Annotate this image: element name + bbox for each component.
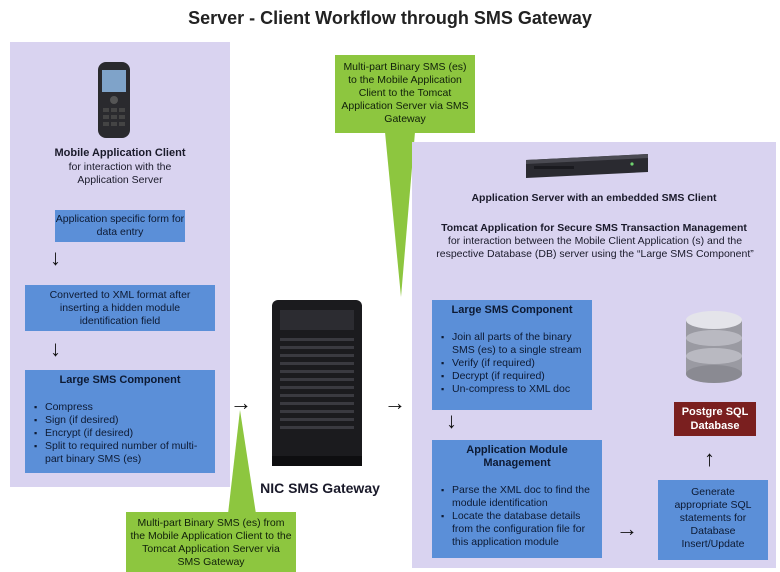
list-item: Verify (if required) [441, 357, 586, 370]
callout-to-client: Multi-part Binary SMS (es) to the Mobile… [335, 55, 475, 133]
right-arrow-icon: → [230, 390, 252, 415]
data-entry-form-box: Application specific form for data entry [55, 210, 185, 242]
server-large-sms-component: Large SMS Component Join all parts of th… [432, 300, 592, 410]
component-steps-list: Compress Sign (if desired) Encrypt (if d… [31, 401, 209, 466]
list-item: Locate the database details from the con… [441, 510, 596, 549]
module-management-box: Application Module Management Parse the … [432, 440, 602, 558]
list-item: Compress [34, 401, 209, 414]
client-panel: Mobile Application Client for interactio… [10, 42, 230, 487]
diagram-title: Server - Client Workflow through SMS Gat… [188, 8, 592, 28]
callout-pointer [385, 132, 425, 302]
gateway-server-icon [262, 296, 372, 468]
callout-pointer [222, 410, 262, 514]
client-heading: Mobile Application Client [54, 147, 186, 159]
postgres-database-box: Postgre SQL Database [674, 402, 756, 436]
list-item: Sign (if desired) [34, 414, 209, 427]
right-arrow-icon: → [616, 516, 638, 541]
right-arrow-icon: → [384, 390, 406, 415]
list-item: Join all parts of the binary SMS (es) to… [441, 331, 586, 357]
list-item: Encrypt (if desired) [34, 427, 209, 440]
component-steps-list: Join all parts of the binary SMS (es) to… [438, 331, 586, 396]
client-large-sms-component: Large SMS Component Compress Sign (if de… [25, 370, 215, 473]
list-item: Un-compress to XML doc [441, 383, 586, 396]
client-subheading: for interaction with the Application Ser… [68, 161, 172, 186]
down-arrow-icon: ↓ [50, 336, 61, 361]
database-icon [682, 310, 746, 384]
down-arrow-icon: ↓ [446, 408, 457, 433]
sql-generation-box: Generate appropriate SQL statements for … [658, 480, 768, 560]
server-panel: Application Server with an embedded SMS … [412, 142, 776, 568]
rack-server-icon [522, 152, 652, 180]
component-title: Large SMS Component [451, 304, 573, 316]
callout-from-client: Multi-part Binary SMS (es) from the Mobi… [126, 512, 296, 572]
module-title: Application Module Management [466, 444, 568, 469]
server-heading: Application Server with an embedded SMS … [471, 192, 717, 204]
tomcat-app-title: Tomcat Application for Secure SMS Transa… [441, 222, 747, 234]
mobile-phone-icon [94, 60, 134, 140]
list-item: Decrypt (if required) [441, 370, 586, 383]
up-arrow-icon: ↑ [704, 446, 715, 471]
down-arrow-icon: ↓ [50, 245, 61, 270]
xml-conversion-box: Converted to XML format after inserting … [25, 285, 215, 331]
component-title: Large SMS Component [59, 374, 181, 386]
list-item: Parse the XML doc to find the module ide… [441, 484, 596, 510]
module-steps-list: Parse the XML doc to find the module ide… [438, 484, 596, 549]
list-item: Split to required number of multi-part b… [34, 440, 209, 466]
tomcat-app-description: for interaction between the Mobile Clien… [436, 235, 754, 260]
gateway-label: NIC SMS Gateway [260, 480, 380, 496]
